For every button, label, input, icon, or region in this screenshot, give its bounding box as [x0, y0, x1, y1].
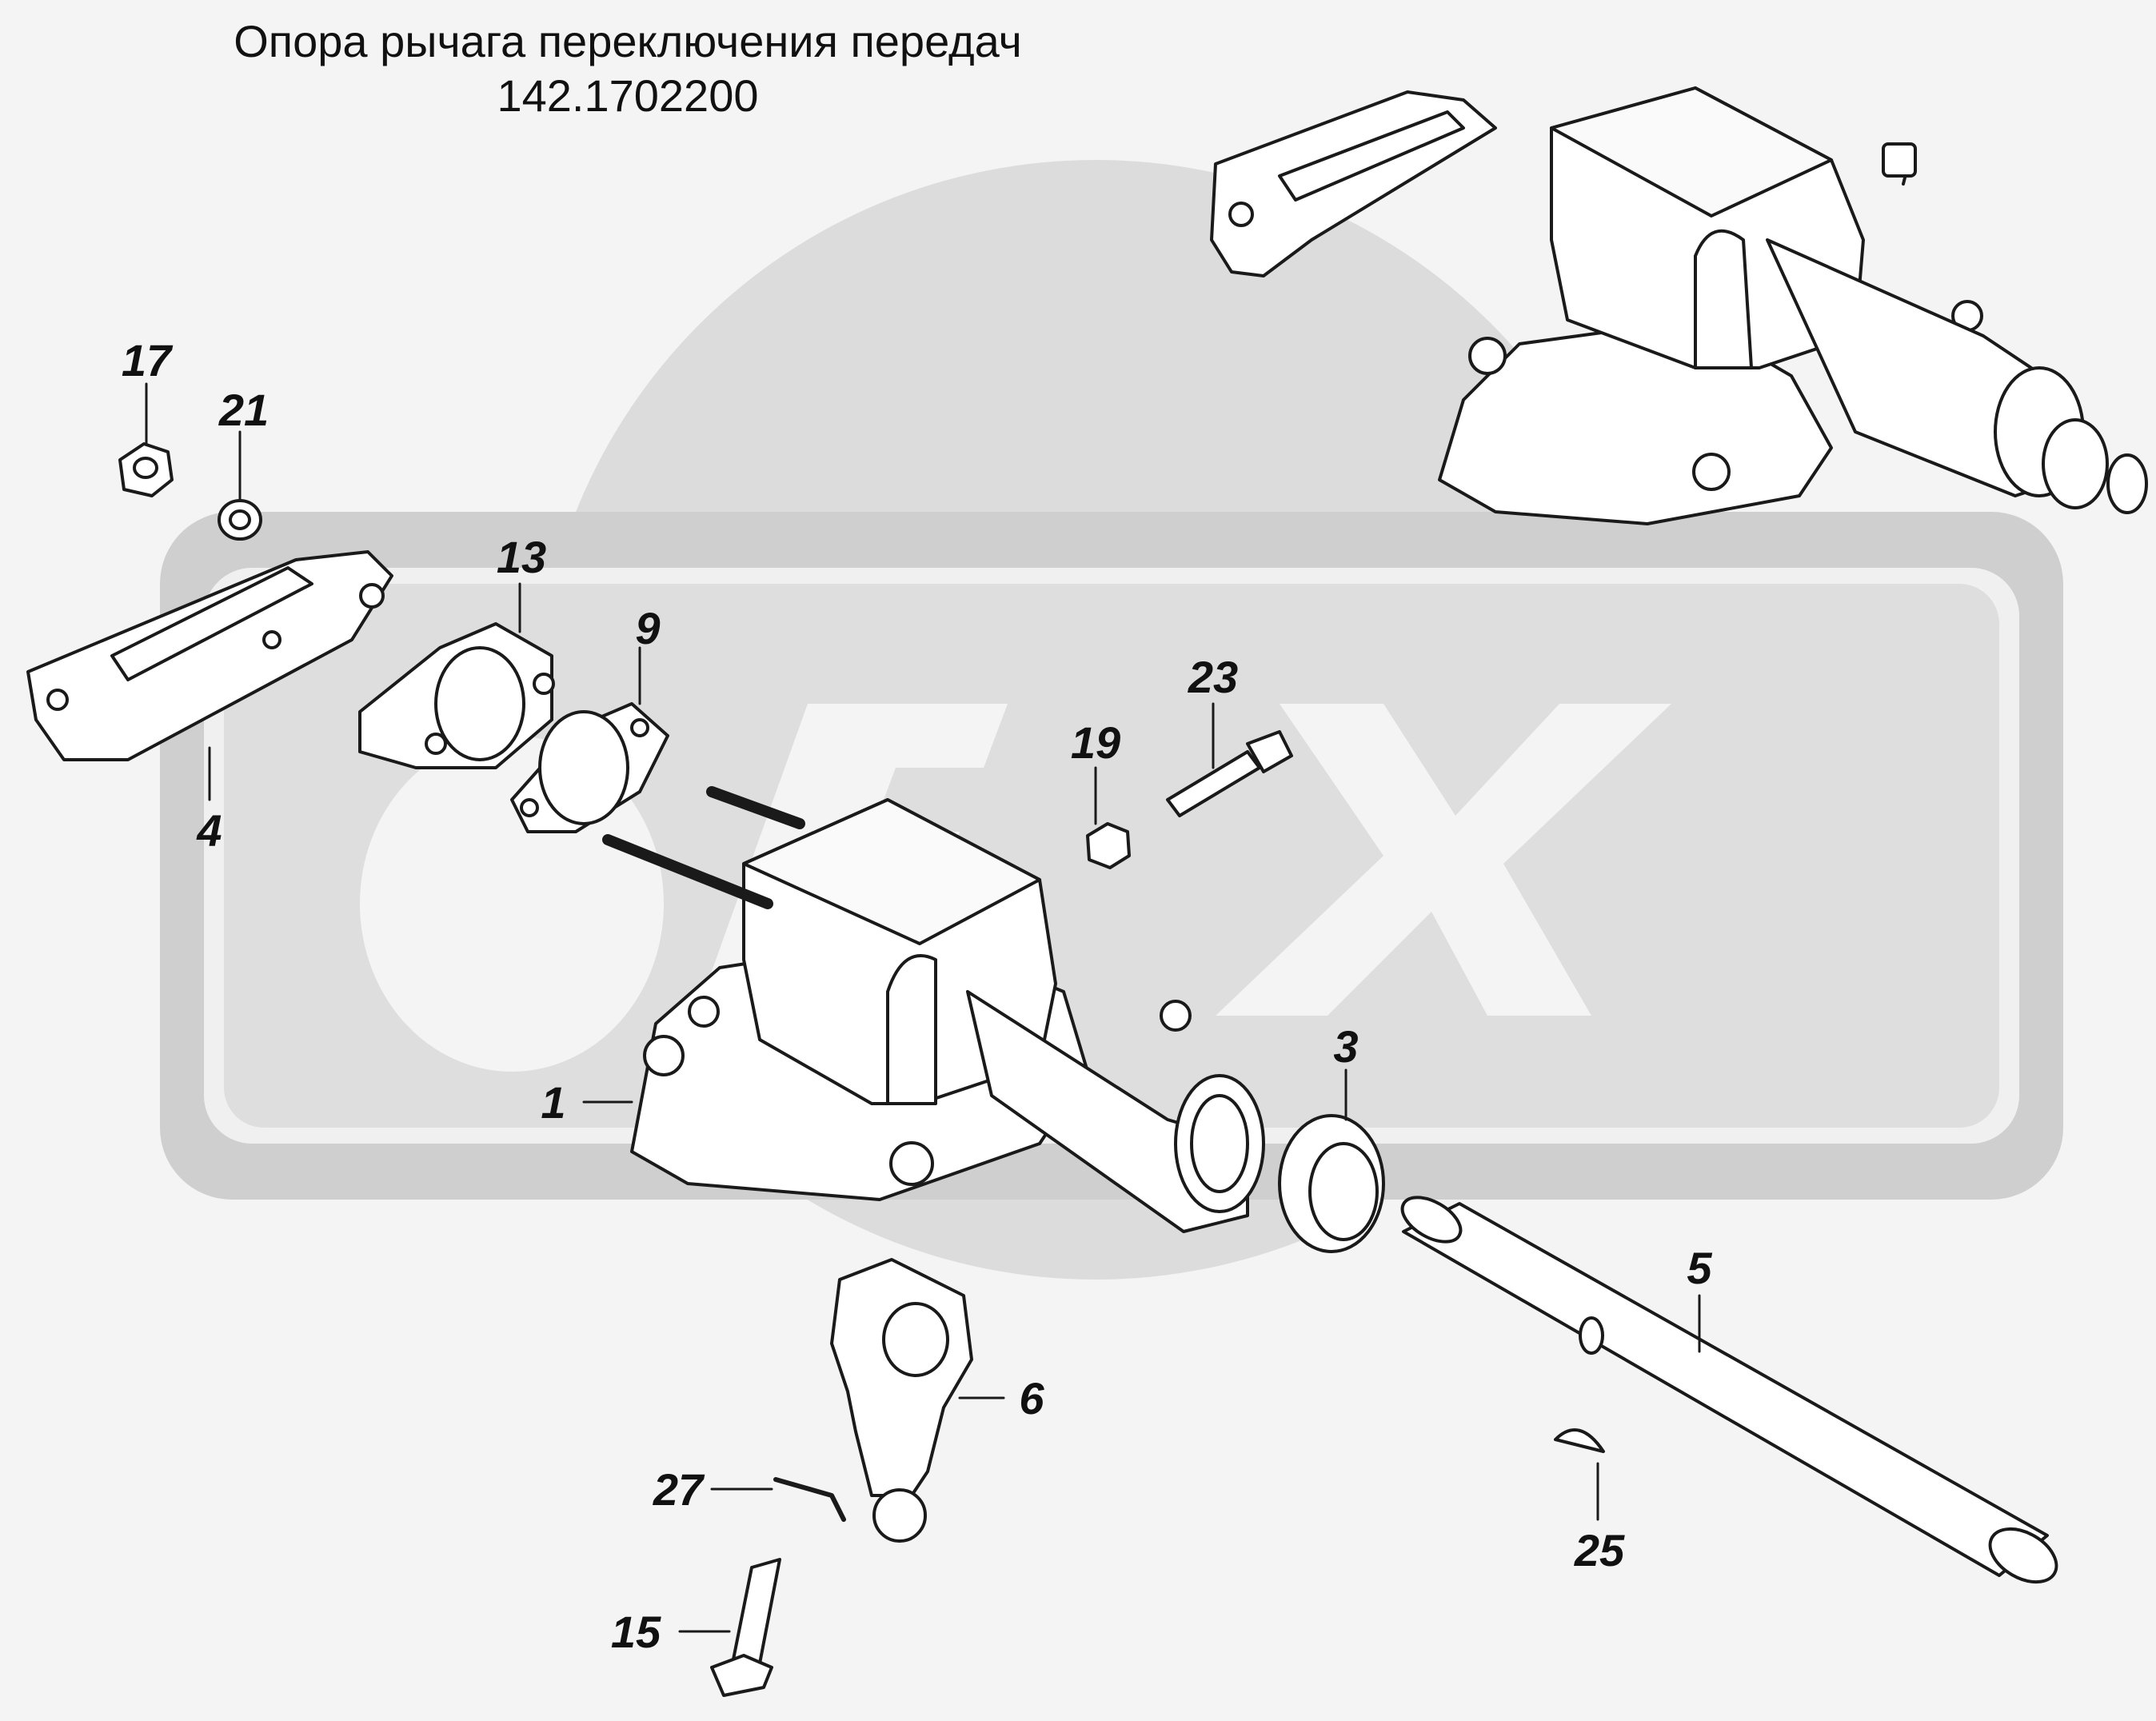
title-line-2: 142.1702200 [497, 70, 759, 121]
part-6-lever [830, 1258, 973, 1543]
callout-9: 9 [635, 603, 660, 653]
callout-25: 25 [1574, 1525, 1625, 1575]
callout-13: 13 [497, 532, 546, 582]
callout-5: 5 [1687, 1243, 1712, 1293]
part-13-flange [358, 622, 555, 769]
part-23-bolt [1166, 730, 1293, 817]
part-1-housing [602, 786, 1265, 1233]
callout-1: 1 [541, 1077, 565, 1128]
part-15-bolt [710, 1558, 781, 1697]
part-9-gasket [510, 702, 669, 833]
part-3-seal [1278, 1114, 1385, 1253]
callout-21: 21 [218, 385, 269, 435]
callout-17: 17 [122, 335, 174, 385]
title-line-1: Опора рычага переключения передач [234, 16, 1022, 66]
part-4-bracket [26, 550, 393, 761]
callout-6: 6 [1019, 1373, 1044, 1424]
part-5-shaft [1400, 1196, 2058, 1584]
callout-19: 19 [1071, 717, 1120, 768]
diagram-title: Опора рычага переключения передач 142.17… [0, 14, 1256, 123]
part-17-nut [118, 442, 174, 497]
part-21-washer [218, 499, 262, 541]
assembled-unit [1210, 86, 2148, 525]
callout-15: 15 [611, 1607, 661, 1657]
orex-watermark [160, 160, 2063, 1280]
part-19-nut [1086, 822, 1131, 869]
leader-lines [145, 382, 1701, 1633]
callout-23: 23 [1188, 652, 1238, 702]
callout-27: 27 [653, 1464, 705, 1515]
watermark-letter-x [1216, 704, 1671, 1016]
part-25-key [1554, 1428, 1605, 1453]
callout-4: 4 [196, 805, 222, 856]
part-27-pin [773, 1477, 846, 1522]
callout-3: 3 [1333, 1021, 1358, 1072]
